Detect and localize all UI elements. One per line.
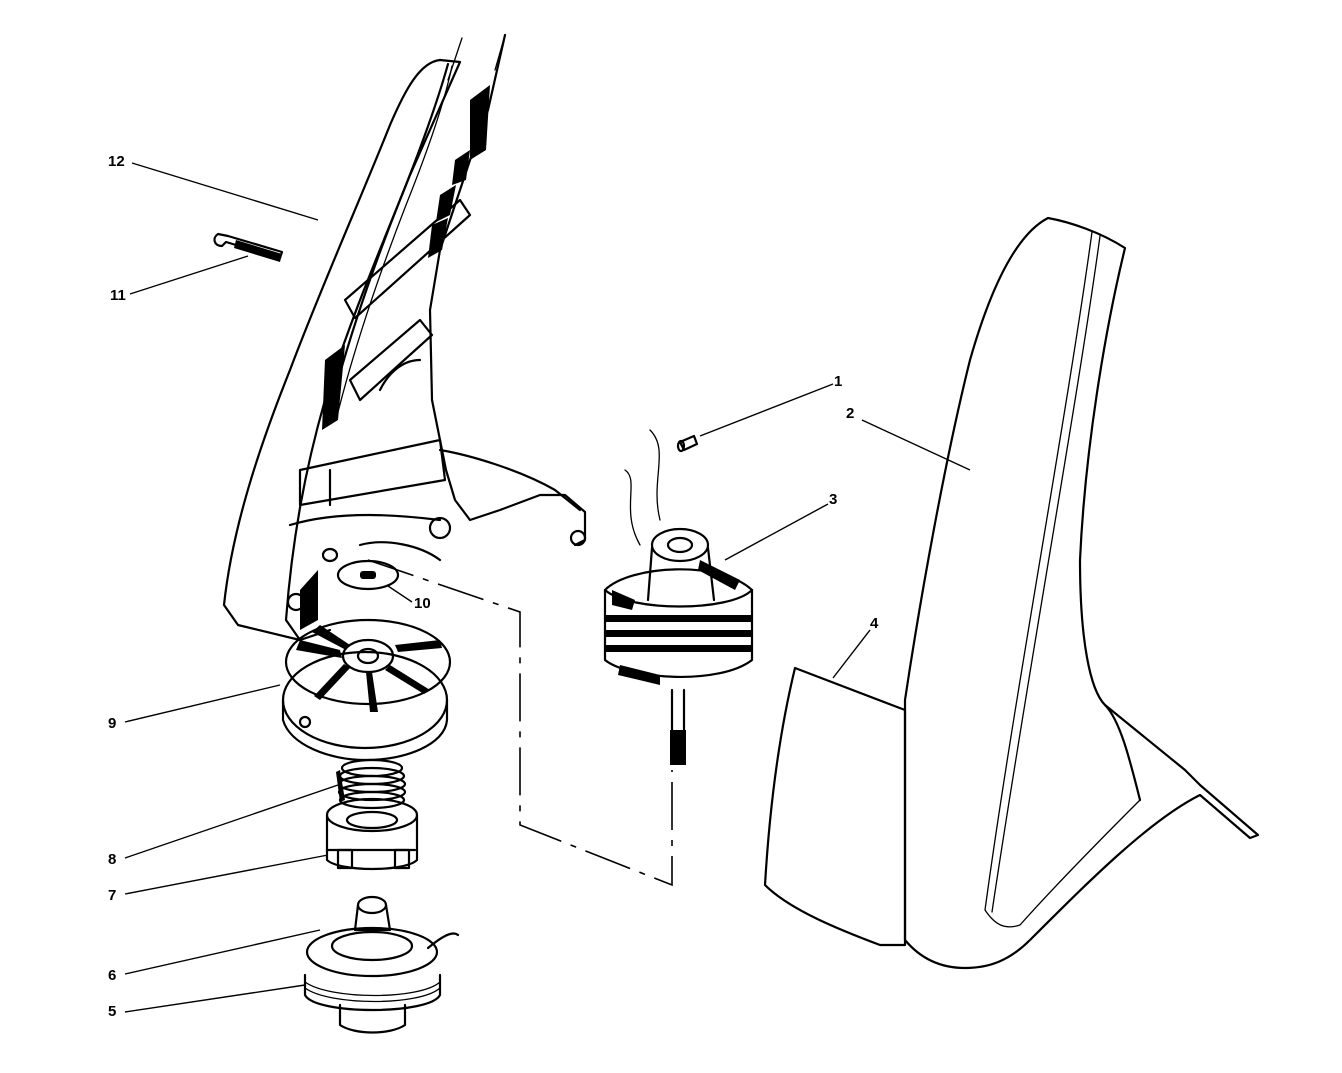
callout-9: 9 bbox=[108, 715, 116, 732]
leader-4 bbox=[832, 629, 871, 679]
part-9-fan bbox=[281, 618, 452, 762]
part-12-left-housing bbox=[222, 33, 587, 642]
callout-10: 10 bbox=[414, 595, 431, 612]
part-5-cap bbox=[303, 973, 442, 1034]
leader-7 bbox=[124, 854, 329, 895]
callout-12: 12 bbox=[108, 153, 125, 170]
leader-9 bbox=[124, 684, 281, 723]
part-11-screw bbox=[213, 232, 284, 262]
leader-lines bbox=[124, 162, 971, 1013]
leader-12 bbox=[131, 162, 319, 221]
callout-1: 1 bbox=[834, 373, 842, 390]
callout-3: 3 bbox=[829, 491, 837, 508]
part-6-spool bbox=[305, 895, 460, 978]
callout-7: 7 bbox=[108, 887, 116, 904]
part-4-decal bbox=[763, 666, 907, 947]
leader-1 bbox=[699, 383, 834, 437]
leader-10 bbox=[387, 585, 413, 603]
callout-labels: 1 2 3 4 5 6 7 8 9 10 11 12 bbox=[108, 153, 879, 1020]
leader-3 bbox=[724, 503, 829, 561]
part-7-hub bbox=[325, 797, 419, 871]
part-1-screw bbox=[676, 434, 699, 453]
part-2-right-housing bbox=[903, 216, 1260, 970]
callout-11: 11 bbox=[110, 287, 126, 304]
leader-2 bbox=[861, 419, 971, 471]
callout-4: 4 bbox=[870, 615, 879, 632]
callout-6: 6 bbox=[108, 967, 116, 984]
leader-5 bbox=[124, 984, 306, 1013]
callout-5: 5 bbox=[108, 1003, 116, 1020]
leader-11 bbox=[129, 255, 249, 295]
callout-8: 8 bbox=[108, 851, 116, 868]
part-10-washer bbox=[336, 559, 400, 591]
leader-8 bbox=[124, 784, 339, 859]
callout-2: 2 bbox=[846, 405, 854, 422]
part-3-motor bbox=[603, 429, 754, 765]
assembly-centerline bbox=[367, 559, 673, 887]
leader-6 bbox=[124, 929, 321, 975]
